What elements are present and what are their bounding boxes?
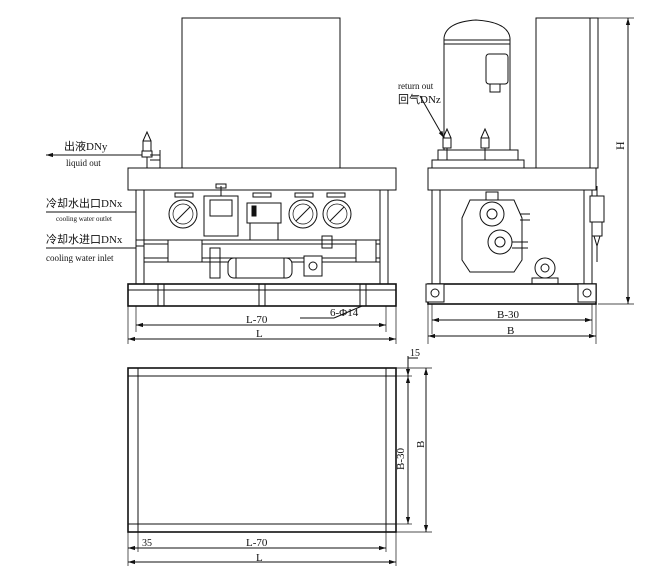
small-pump bbox=[531, 257, 559, 285]
dim-plan-width: B bbox=[415, 441, 427, 448]
side-base bbox=[427, 283, 597, 305]
liquid-out-cn: 出液DNy bbox=[64, 139, 108, 153]
dim-plan-inner-length: L-70 bbox=[246, 537, 268, 549]
pressure-gauge-1 bbox=[168, 199, 198, 229]
compressor bbox=[431, 19, 525, 169]
plan-view bbox=[127, 356, 432, 566]
dim-front-inner-length: L-70 bbox=[246, 314, 268, 326]
condenser-head bbox=[461, 191, 530, 273]
dim-holes: 6-Φ14 bbox=[330, 307, 359, 319]
foot-right bbox=[577, 283, 597, 303]
side-tank-panel bbox=[535, 17, 599, 169]
side-view bbox=[419, 17, 634, 344]
liquid-out-valve bbox=[141, 130, 153, 168]
cooling-in-en: cooling water inlet bbox=[46, 253, 114, 263]
side-top-plate bbox=[427, 167, 597, 191]
plan-outer bbox=[127, 367, 397, 533]
dim-height: H bbox=[613, 141, 627, 150]
filter-drier bbox=[167, 239, 203, 263]
dim-plan-offset-top: 15 bbox=[410, 348, 420, 359]
dim-plan-inner-width: B-30 bbox=[395, 448, 407, 471]
cooling-out-cn: 冷却水出口DNx bbox=[46, 196, 123, 210]
dim-plan-offset-left: 35 bbox=[142, 538, 152, 549]
discharge-valve bbox=[480, 127, 490, 160]
front-base bbox=[127, 283, 397, 307]
front-top-plate bbox=[127, 167, 397, 191]
dim-plan-length: L bbox=[256, 552, 263, 564]
receiver-tank bbox=[227, 257, 293, 279]
return-out-cn: 回气DNz bbox=[398, 92, 441, 106]
dim-front-length: L bbox=[256, 328, 263, 340]
foot-left bbox=[425, 283, 445, 303]
return-out-en: return out bbox=[398, 81, 434, 91]
cooling-out-en: cooling water outlet bbox=[56, 215, 112, 223]
return-valve bbox=[442, 127, 452, 160]
front-tank-panel bbox=[181, 17, 341, 169]
liquid-out-en: liquid out bbox=[66, 158, 101, 168]
side-valve bbox=[589, 186, 605, 262]
dim-side-width: B bbox=[507, 325, 514, 337]
pressure-gauge-3 bbox=[322, 199, 352, 229]
liquid-out-stub bbox=[150, 150, 161, 168]
pressure-gauge-2 bbox=[288, 199, 318, 229]
dim-side-inner-width: B-30 bbox=[497, 309, 520, 321]
cooling-in-cn: 冷却水进口DNx bbox=[46, 233, 123, 246]
front-view bbox=[46, 17, 397, 344]
plan-inner bbox=[137, 375, 387, 525]
